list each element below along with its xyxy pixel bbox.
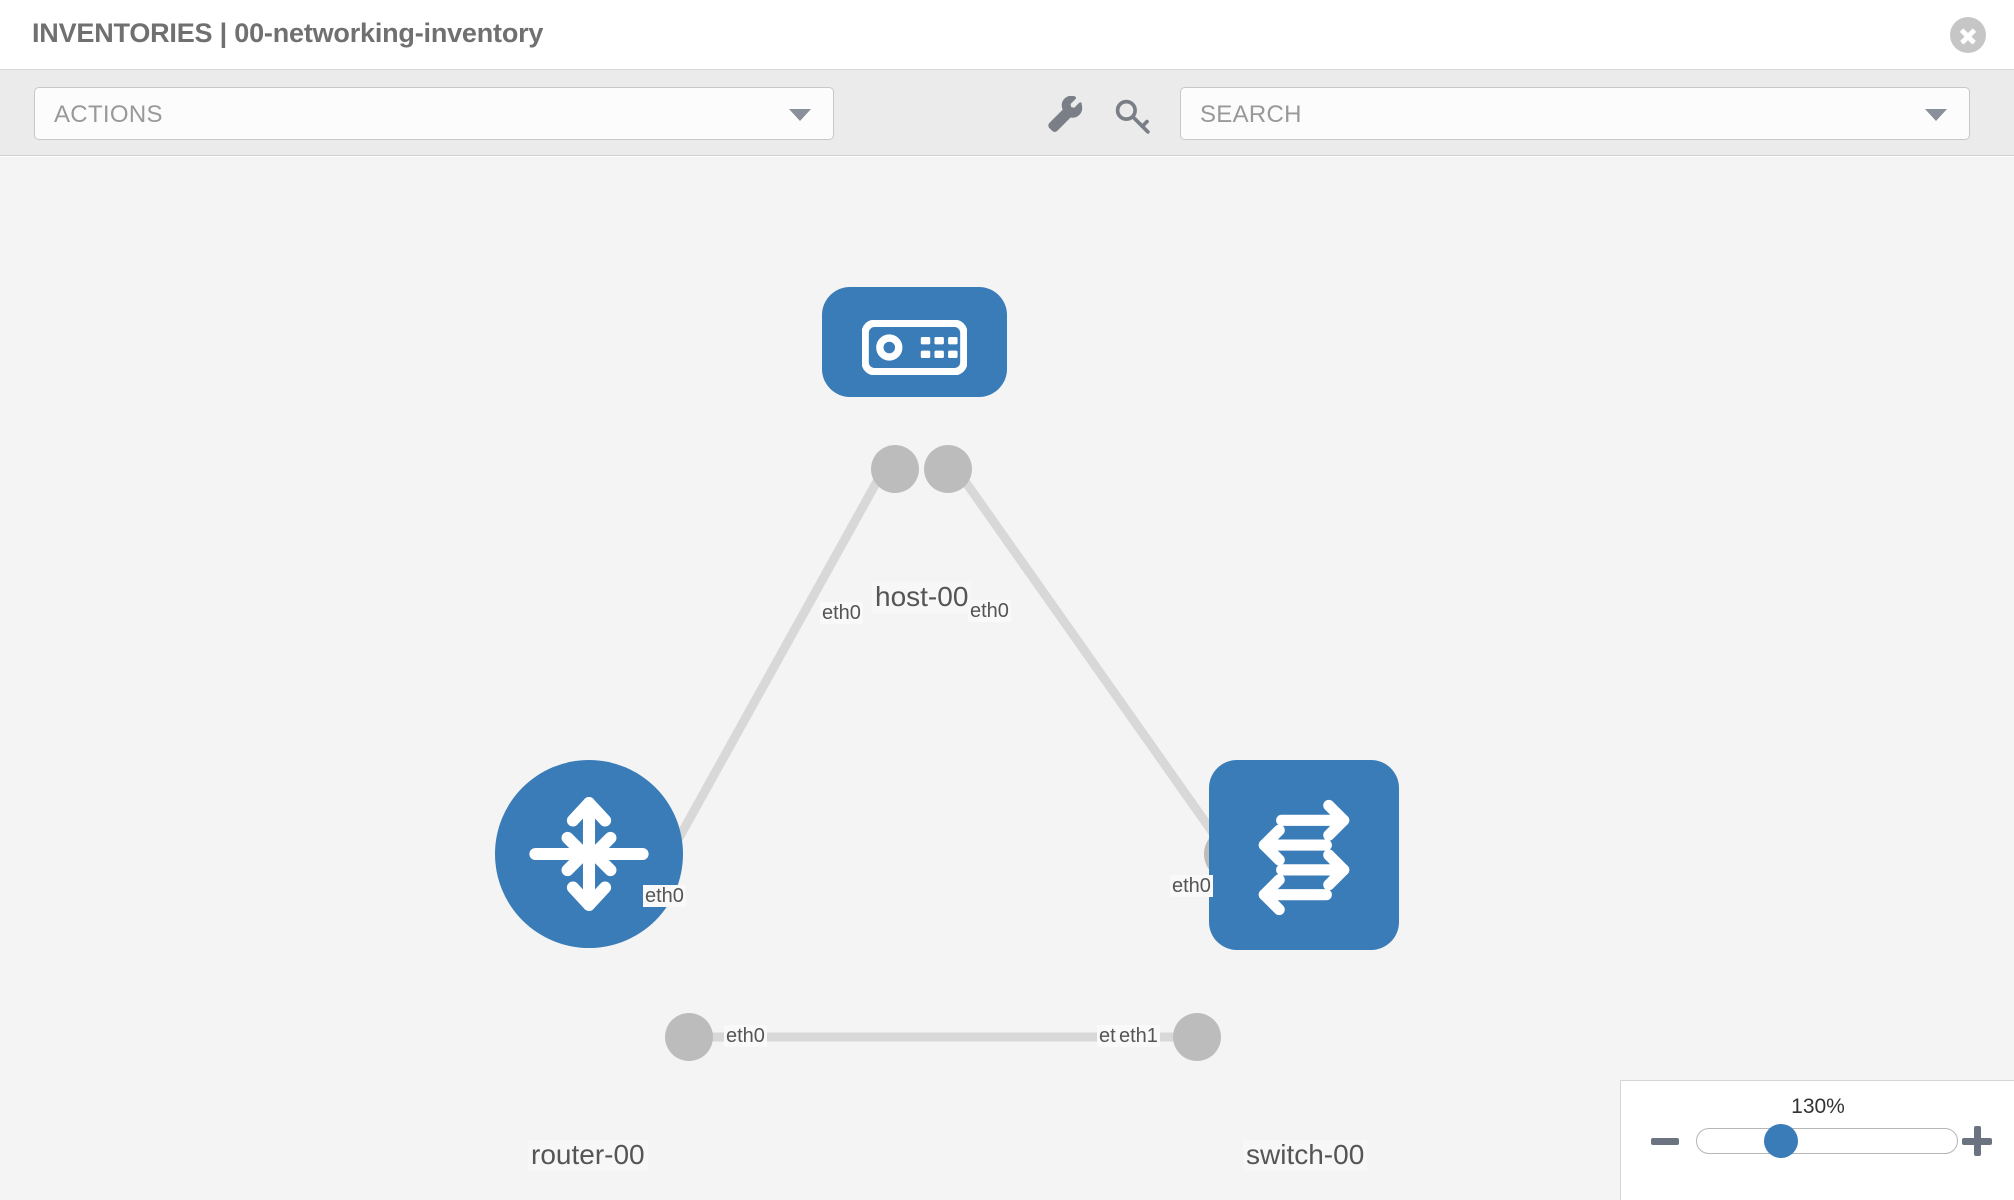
chevron-down-icon (789, 109, 811, 121)
zoom-slider-track[interactable] (1696, 1128, 1958, 1154)
wrench-icon[interactable] (1045, 96, 1087, 138)
node-router-00[interactable] (495, 760, 683, 948)
node-host-00[interactable] (822, 287, 1007, 397)
plus-icon[interactable] (1962, 1126, 1992, 1156)
zoom-level-value: 130% (1791, 1095, 1845, 1118)
node-label-switch-00: switch-00 (1243, 1139, 1368, 1171)
chevron-down-icon (1925, 109, 1947, 121)
zoom-slider-thumb[interactable] (1764, 1124, 1798, 1158)
iface-label-host00-eth0-left: eth0 (820, 602, 863, 624)
topology-graph (495, 287, 1399, 1061)
actions-dropdown[interactable]: ACTIONS (34, 87, 834, 140)
plus-icon-bar-v (1973, 1126, 1981, 1156)
iface-label-host00-eth0-right: eth0 (968, 600, 1011, 622)
key-icon[interactable] (1112, 96, 1154, 138)
port-host00-eth0-left[interactable] (871, 445, 919, 493)
actions-dropdown-label: ACTIONS (54, 101, 163, 128)
topology-ports (665, 445, 1256, 1061)
iface-label-router00-eth0-right: eth0 (724, 1025, 767, 1047)
toolbar: ACTIONS SEARCH (0, 70, 2014, 156)
topology-edges (656, 464, 1234, 1042)
port-host00-eth0-right[interactable] (924, 445, 972, 493)
node-label-host-00: host-00 (872, 581, 972, 613)
node-label-router-00: router-00 (528, 1139, 648, 1171)
port-switch00-eth1[interactable] (1173, 1013, 1221, 1061)
minus-icon[interactable] (1651, 1138, 1679, 1145)
iface-label-switch00-eth1: eth1 (1117, 1025, 1160, 1047)
iface-label-router00-eth0-up: eth0 (643, 885, 686, 907)
edge-host00-router00[interactable] (656, 464, 889, 875)
close-icon[interactable] (1950, 17, 1986, 53)
zoom-control-panel: 130% (1620, 1080, 2014, 1200)
window-header: INVENTORIES | 00-networking-inventory (0, 0, 2014, 70)
search-input-placeholder: SEARCH (1200, 101, 1302, 128)
search-input[interactable]: SEARCH (1180, 87, 1970, 140)
iface-label-switch00-eth0-up: eth0 (1170, 875, 1213, 897)
edge-host00-switch00[interactable] (951, 464, 1234, 860)
topology-canvas[interactable]: host-00 router-00 switch-00 eth0 eth0 et… (0, 157, 2014, 1200)
port-router00-eth0[interactable] (665, 1013, 713, 1061)
page-title: INVENTORIES | 00-networking-inventory (32, 18, 544, 48)
node-switch-00[interactable] (1209, 760, 1399, 950)
